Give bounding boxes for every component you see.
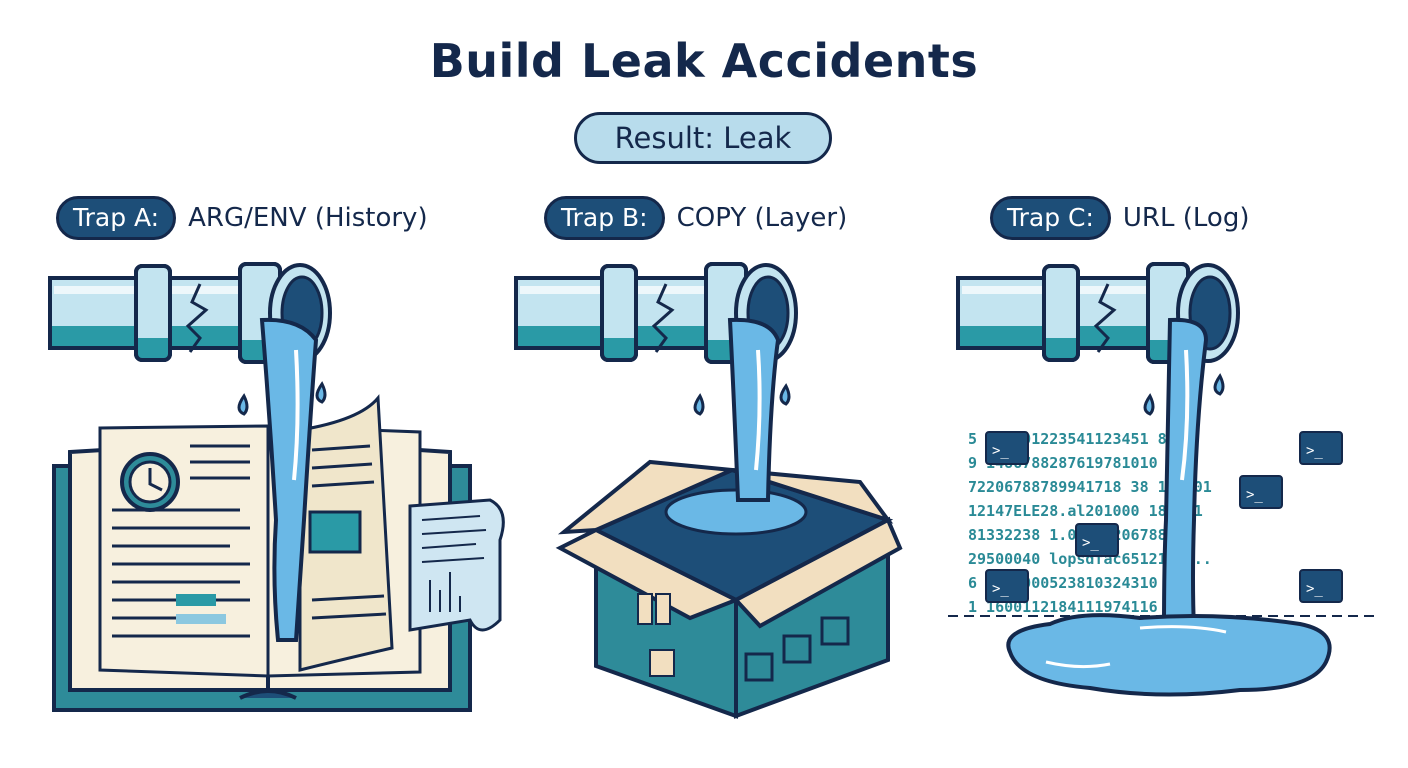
svg-text:>_: >_ [1082,535,1099,551]
trap-a-label: Trap A: ARG/ENV (History) [56,196,428,240]
clock-icon [120,452,180,512]
trap-a-text: ARG/ENV (History) [188,203,428,233]
trap-b-badge: Trap B: [544,196,665,240]
trap-a-badge: Trap A: [56,196,177,240]
water-puddle-icon [1006,613,1332,697]
water-stream-icon [1143,317,1225,632]
scroll-icon [408,498,505,632]
trap-b-label: Trap B: COPY (Layer) [544,196,847,240]
svg-text:>_: >_ [992,443,1009,459]
terminal-icon: >_ [1299,569,1343,603]
terminal-icon: >_ [1239,475,1283,509]
log-line: 29500040 lopsdfac65121473.. [968,550,1212,568]
trap-b-text: COPY (Layer) [676,203,848,233]
svg-text:>_: >_ [1306,581,1323,597]
svg-text:>_: >_ [992,581,1009,597]
trap-c-badge: Trap C: [990,196,1111,240]
terminal-icon: >_ [985,431,1029,465]
trap-c-label: Trap C: URL (Log) [990,196,1249,240]
svg-text:>_: >_ [1306,443,1323,459]
book-icon [52,394,472,712]
terminal-icon: >_ [985,569,1029,603]
svg-text:>_: >_ [1246,487,1263,503]
water-stream-icon [693,317,791,502]
log-line: 12147ELE28.al201000 184461 [968,502,1203,520]
box-icon [555,459,903,719]
trap-c-text: URL (Log) [1122,203,1250,233]
page-title: Build Leak Accidents [429,34,979,88]
terminal-icon: >_ [1299,431,1343,465]
terminal-icon: >_ [1075,523,1119,557]
result-badge: Result: Leak [574,112,832,164]
log-line: 72206788789941718 38 110101 [968,478,1212,496]
log-text: 5 110101223541123451 8 1 9 1486788287619… [968,430,1212,616]
water-stream-icon [237,317,327,642]
